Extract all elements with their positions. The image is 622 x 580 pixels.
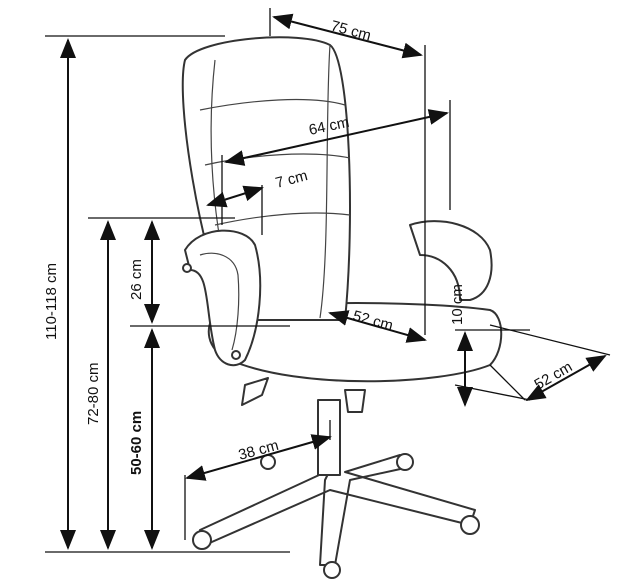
- dim-base-radius: [185, 434, 332, 481]
- label-total-height: 110-118 cm: [43, 263, 60, 340]
- dim-seat-depth: [328, 310, 427, 343]
- label-seat-width: 52 cm: [532, 358, 576, 393]
- label-seat-height: 50-60 cm: [128, 411, 145, 475]
- extension-lines: [45, 8, 611, 553]
- dimension-lines: [60, 13, 607, 550]
- label-total-width: 75 cm: [329, 17, 373, 44]
- label-seat-thickness: 10 cm: [449, 284, 466, 325]
- dim-seat-width: [525, 355, 607, 401]
- dimension-labels: 110-118 cm 72-80 cm 26 cm 50-60 cm 75 cm…: [43, 17, 575, 475]
- dim-total-width: [272, 13, 423, 59]
- label-armrest-height: 72-80 cm: [85, 362, 102, 425]
- dim-backrest-height: [224, 109, 449, 166]
- label-armrest-above-seat: 26 cm: [128, 259, 145, 300]
- dim-armrest-width: [206, 185, 264, 208]
